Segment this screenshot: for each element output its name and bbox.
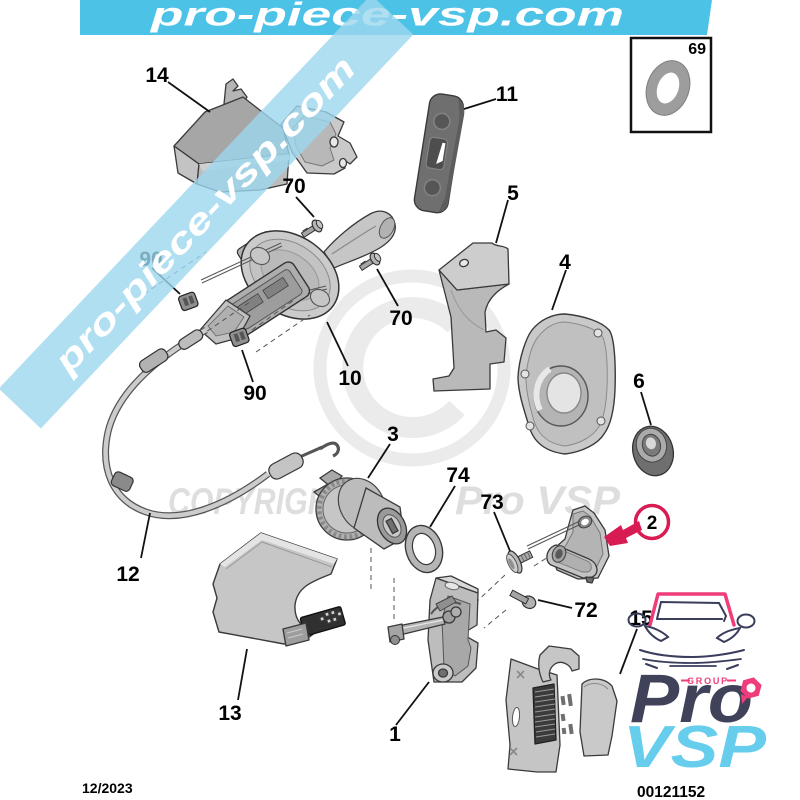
svg-text:11: 11: [496, 83, 519, 106]
svg-text:12: 12: [116, 563, 139, 586]
svg-text:GROUP: GROUP: [687, 676, 729, 686]
svg-text:73: 73: [480, 491, 503, 514]
svg-text:1: 1: [389, 723, 401, 746]
svg-text:10: 10: [338, 367, 361, 390]
svg-text:13: 13: [218, 702, 241, 725]
svg-text:74: 74: [446, 464, 470, 487]
svg-text:2: 2: [647, 513, 658, 534]
svg-text:00121152: 00121152: [637, 784, 705, 800]
svg-text:Pro: Pro: [630, 660, 753, 737]
svg-text:70: 70: [389, 307, 412, 330]
svg-text:90: 90: [243, 382, 266, 405]
svg-text:12/2023: 12/2023: [82, 780, 133, 796]
svg-text:3: 3: [387, 423, 399, 446]
svg-text:5: 5: [507, 182, 519, 205]
svg-text:VSP: VSP: [623, 714, 767, 780]
svg-text:4: 4: [559, 251, 571, 274]
svg-text:6: 6: [633, 370, 645, 393]
svg-text:70: 70: [282, 175, 305, 198]
svg-text:72: 72: [574, 599, 597, 622]
svg-text:69: 69: [688, 41, 706, 58]
svg-text:14: 14: [145, 64, 169, 87]
